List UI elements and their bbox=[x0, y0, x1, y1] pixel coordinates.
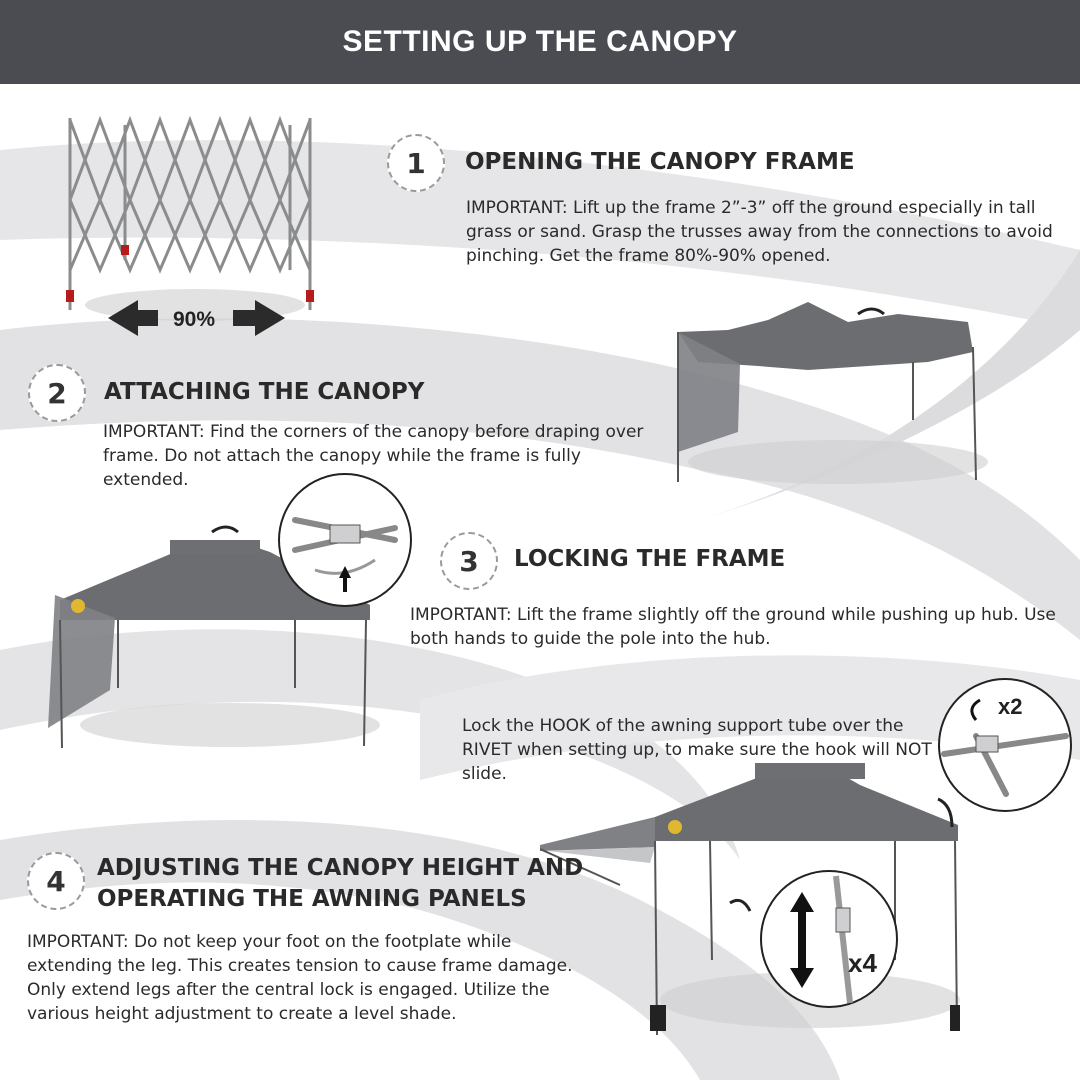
frame-open-label: 90% bbox=[173, 308, 215, 331]
step-2-title: ATTACHING THE CANOPY bbox=[104, 379, 425, 405]
step-4-title-line1: ADJUSTING THE CANOPY HEIGHT AND bbox=[97, 855, 584, 881]
page-title: SETTING UP THE CANOPY bbox=[342, 25, 738, 58]
step-4-title: ADJUSTING THE CANOPY HEIGHT AND OPERATIN… bbox=[97, 853, 583, 915]
leg-count-label: x4 bbox=[848, 948, 877, 978]
step-1-number: 1 bbox=[387, 134, 445, 192]
hook-count-label: x2 bbox=[998, 694, 1022, 719]
curved-arrow-icon bbox=[857, 307, 885, 316]
curved-arrow-icon bbox=[937, 797, 954, 828]
canopy-awning-illustration bbox=[540, 763, 960, 1036]
step-1-text: IMPORTANT: Lift up the frame 2”-3” off t… bbox=[466, 198, 1053, 266]
double-arrow-icon bbox=[108, 300, 285, 336]
step-2-text: IMPORTANT: Find the corners of the canop… bbox=[103, 422, 644, 490]
step-3-number: 3 bbox=[440, 532, 498, 590]
hook-note-text: Lock the HOOK of the awning support tube… bbox=[462, 716, 932, 784]
canopy-sidewall-illustration bbox=[48, 525, 380, 749]
step-2-number: 2 bbox=[28, 364, 86, 422]
curved-arrow-icon bbox=[970, 698, 981, 721]
vertical-double-arrow-icon bbox=[790, 892, 814, 988]
hook-detail: x2 bbox=[938, 678, 1072, 812]
step-4-number: 4 bbox=[27, 852, 85, 910]
brand-logo bbox=[668, 820, 682, 834]
hub-lock-detail bbox=[278, 473, 412, 607]
draped-canopy-illustration bbox=[677, 302, 988, 484]
step-1-title: OPENING THE CANOPY FRAME bbox=[465, 149, 855, 175]
step-4-title-line2: OPERATING THE AWNING PANELS bbox=[97, 886, 527, 912]
folding-frame-illustration: 90% bbox=[66, 115, 314, 336]
up-arrow-icon bbox=[339, 566, 351, 592]
step-3-title: LOCKING THE FRAME bbox=[514, 546, 786, 572]
header-bar: SETTING UP THE CANOPY bbox=[0, 0, 1080, 84]
leg-adjust-detail: x4 bbox=[760, 870, 898, 1008]
step-3-text: IMPORTANT: Lift the frame slightly off t… bbox=[410, 605, 1056, 649]
curved-arrow-icon bbox=[211, 525, 239, 534]
curved-arrow-icon bbox=[729, 898, 752, 912]
step-4-text: IMPORTANT: Do not keep your foot on the … bbox=[27, 932, 573, 1024]
brand-logo bbox=[71, 599, 85, 613]
